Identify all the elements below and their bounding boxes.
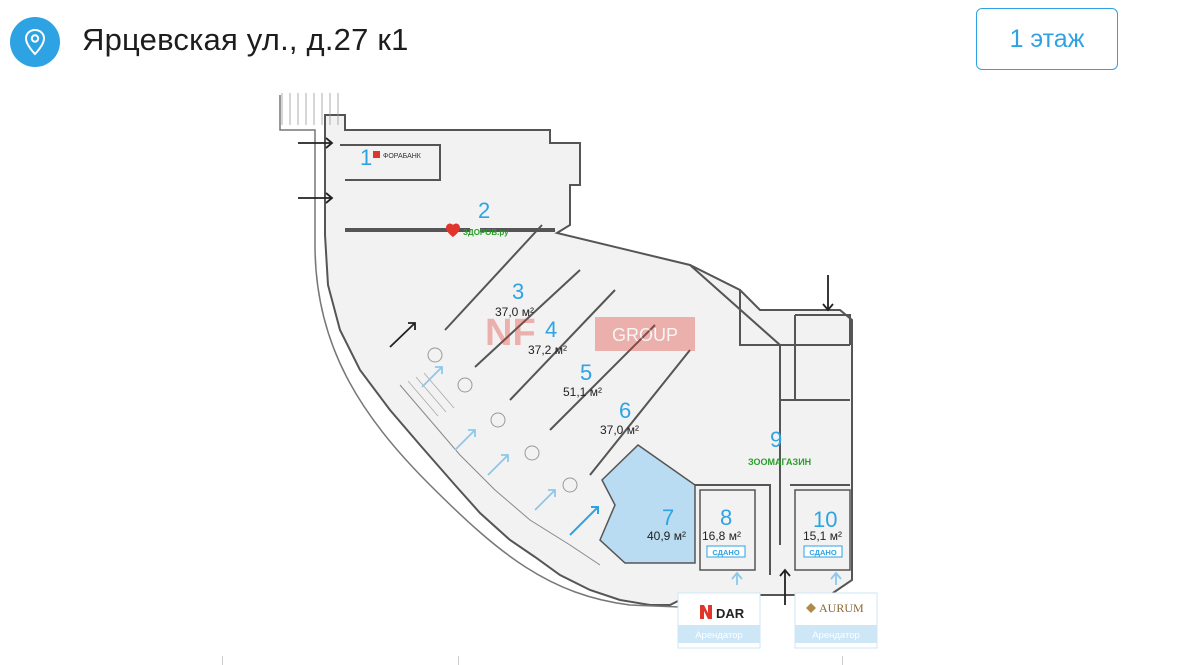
svg-text:8: 8 (720, 505, 732, 530)
svg-text:37,0 м²: 37,0 м² (600, 423, 639, 437)
svg-text:ФОРАБАНК: ФОРАБАНК (383, 153, 422, 160)
svg-text:40,9 м²: 40,9 м² (647, 529, 686, 543)
svg-text:10: 10 (813, 507, 837, 532)
watermark-group: GROUP (612, 325, 678, 345)
svg-text:51,1 м²: 51,1 м² (563, 385, 602, 399)
unit-4[interactable]: 4 37,2 м² (528, 317, 567, 357)
svg-text:6: 6 (619, 398, 631, 423)
unit-1[interactable]: 1 ФОРАБАНК (360, 145, 422, 170)
floor-selector-button[interactable]: 1 этаж (976, 8, 1118, 70)
svg-text:7: 7 (662, 505, 674, 530)
page-header: Ярцевская ул., д.27 к1 1 этаж (0, 0, 1183, 90)
unit-9[interactable]: 9 ЗООМАГАЗИН (748, 427, 811, 467)
unit-2[interactable]: 2 ЗДОРОВ.ру (446, 198, 509, 237)
svg-text:9: 9 (770, 427, 782, 452)
svg-text:5: 5 (580, 360, 592, 385)
svg-text:1: 1 (360, 145, 372, 170)
unit-5[interactable]: 5 51,1 м² (563, 360, 602, 399)
location-pin-icon (10, 17, 60, 67)
unit-10[interactable]: 10 15,1 м² СДАНО (803, 507, 843, 558)
unit-8-badge: СДАНО (712, 548, 739, 557)
svg-text:ЗООМАГАЗИН: ЗООМАГАЗИН (748, 457, 811, 467)
unit-3[interactable]: 3 37,0 м² (495, 279, 534, 319)
svg-text:15,1 м²: 15,1 м² (803, 529, 842, 543)
svg-text:37,2 м²: 37,2 м² (528, 343, 567, 357)
tenant-caption-aurum: Арендатор (812, 630, 860, 641)
tenant-card-aurum[interactable]: AURUM Арендатор (794, 592, 878, 649)
svg-text:3: 3 (512, 279, 524, 304)
unit-6[interactable]: 6 37,0 м² (600, 398, 639, 437)
unit-7[interactable]: 7 40,9 м² (647, 505, 686, 543)
unit-8[interactable]: 8 16,8 м² СДАНО (702, 505, 746, 558)
watermark-nf: NF (485, 312, 536, 354)
bottom-separator (458, 656, 459, 665)
address-title: Ярцевская ул., д.27 к1 (82, 22, 409, 57)
svg-text:37,0 м²: 37,0 м² (495, 305, 534, 319)
tenant-logo-aurum: AURUM (819, 601, 864, 615)
svg-text:16,8 м²: 16,8 м² (702, 529, 741, 543)
svg-text:2: 2 (478, 198, 490, 223)
watermark: NF GROUP (485, 312, 695, 354)
tenant-card-dar[interactable]: DAR Арендатор (677, 592, 761, 649)
entrance-arrows (298, 137, 842, 605)
tenant-logo-dar: DAR (716, 606, 745, 621)
unit-labels: 1 ФОРАБАНК 2 ЗДОРОВ.ру 3 37,0 м² 4 37,2 … (360, 145, 843, 558)
unit-10-badge: СДАНО (809, 548, 836, 557)
floor-plan: NF GROUP 1 ФОРАБАНК 2 ЗДОРОВ.ру 3 37,0 м… (270, 85, 890, 650)
bottom-info-bar (0, 652, 1183, 665)
svg-text:4: 4 (545, 317, 557, 342)
bottom-separator (842, 656, 843, 665)
svg-text:ЗДОРОВ.ру: ЗДОРОВ.ру (463, 228, 509, 237)
bottom-separator (222, 656, 223, 665)
tenant-caption-dar: Арендатор (695, 630, 743, 641)
